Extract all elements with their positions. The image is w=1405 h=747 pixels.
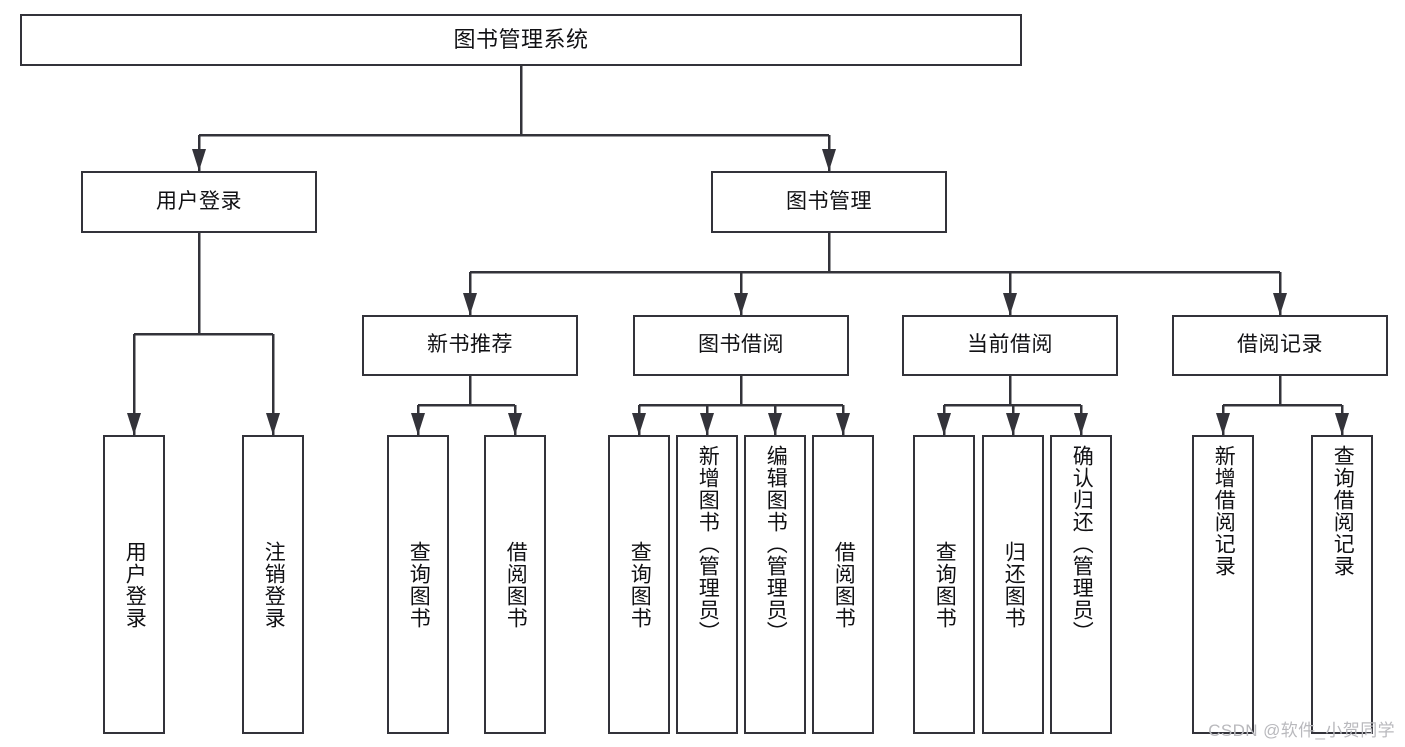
node-l-radd: 新增借阅记录 [1192,435,1254,734]
node-label: 图书管理系统 [453,27,589,53]
node-label: 注销登录 [262,540,286,629]
node-current: 当前借阅 [902,315,1118,376]
node-l-cq: 查询图书 [913,435,975,734]
node-l-creturn: 归还图书 [982,435,1044,734]
node-label: 图书借阅 [698,333,784,357]
node-l-badd: 新增图书（管理员） [676,435,738,734]
node-l-bborrow: 借阅图书 [812,435,874,734]
node-label: 查询图书 [933,540,957,629]
node-l-bq: 查询图书 [608,435,670,734]
node-root: 图书管理系统 [20,14,1022,66]
node-l-rquery: 查询借阅记录 [1311,435,1373,734]
node-label: 借阅图书 [832,540,856,629]
node-bookmgmt: 图书管理 [711,171,947,233]
node-label: 当前借阅 [967,333,1053,357]
node-l-bedit: 编辑图书（管理员） [744,435,806,734]
node-l-nb-borrow: 借阅图书 [484,435,546,734]
node-borrow: 图书借阅 [633,315,849,376]
node-label: 确认归还（管理员） [1070,445,1094,643]
node-label: 借阅图书 [504,540,528,629]
node-records: 借阅记录 [1172,315,1388,376]
node-login: 用户登录 [81,171,317,233]
node-label: 查询图书 [628,540,652,629]
node-label: 查询图书 [407,540,431,629]
node-l-nb-query: 查询图书 [387,435,449,734]
node-l-login: 用户登录 [103,435,165,734]
node-label: 新增借阅记录 [1212,445,1236,577]
node-l-logout: 注销登录 [242,435,304,734]
node-newbook: 新书推荐 [362,315,578,376]
node-label: 新书推荐 [427,333,513,357]
node-label: 图书管理 [786,189,872,213]
node-label: 新增图书（管理员） [696,445,720,643]
node-l-cconfirm: 确认归还（管理员） [1050,435,1112,734]
csdn-watermark: CSDN @软件_小贺同学 [1208,721,1395,740]
node-label: 归还图书 [1002,540,1026,629]
node-label: 借阅记录 [1237,333,1323,357]
node-label: 编辑图书（管理员） [764,445,788,643]
node-label: 查询借阅记录 [1331,445,1355,577]
node-label: 用户登录 [156,189,242,213]
node-label: 用户登录 [123,540,147,629]
